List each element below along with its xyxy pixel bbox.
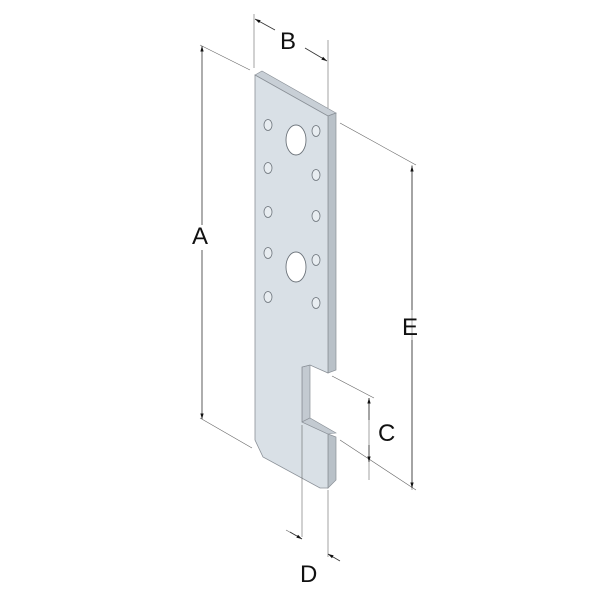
dimension-label-e: E <box>402 314 418 341</box>
plate-side-upper <box>327 112 337 374</box>
nail-hole <box>311 254 321 266</box>
metal-plate <box>254 70 337 489</box>
nail-hole <box>311 125 321 137</box>
nail-hole <box>263 291 273 303</box>
nail-hole <box>263 162 273 174</box>
dimension-label-d: D <box>300 561 317 588</box>
slot-inner-edge <box>301 364 311 423</box>
bolt-holes <box>285 124 307 283</box>
bolt-hole <box>285 124 307 156</box>
bolt-hole <box>285 251 307 283</box>
dimension-C: C <box>331 375 395 480</box>
nail-hole <box>311 210 321 222</box>
plate-side-lower <box>327 433 337 489</box>
nail-hole <box>263 119 273 131</box>
dimension-E: E <box>339 122 418 491</box>
dimension-label-a: A <box>192 223 208 250</box>
nail-hole <box>311 297 321 309</box>
nail-hole <box>311 169 321 181</box>
nail-hole <box>263 206 273 218</box>
dimension-B: B <box>253 14 329 108</box>
dimension-label-c: C <box>378 420 395 447</box>
nail-holes <box>263 119 321 309</box>
nail-hole <box>263 247 273 259</box>
dimension-D: D <box>285 425 341 588</box>
slot-bottom-edge <box>301 417 337 435</box>
dimension-A: A <box>192 44 253 449</box>
dimension-label-b: B <box>280 28 296 55</box>
